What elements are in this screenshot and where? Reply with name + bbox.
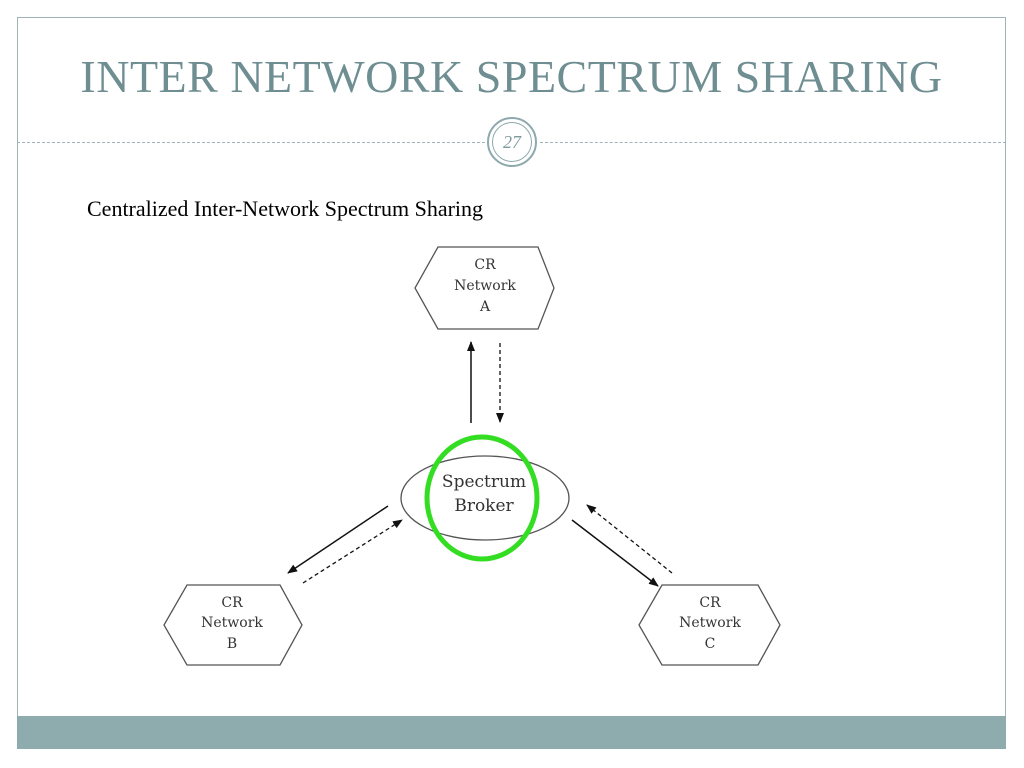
slide-title: INTER NETWORK SPECTRUM SHARING [80, 51, 943, 102]
network-c-node: CR Network C [638, 584, 781, 666]
network-b-node: CR Network B [163, 584, 303, 666]
arrow-network-c-to-broker [586, 504, 673, 574]
network-a-label-line1: CR [474, 257, 496, 273]
page-number: 27 [492, 122, 532, 162]
network-a-label-line3: A [479, 299, 491, 315]
arrow-network-b-to-broker [302, 519, 403, 584]
page-number-badge: 27 [487, 117, 537, 167]
spectrum-broker-node: Spectrum Broker [400, 434, 570, 562]
network-b-label-line1: CR [221, 595, 243, 611]
slide-footer-bar [17, 716, 1006, 749]
network-a-label-line2: Network [454, 278, 516, 294]
network-b-label-line3: B [227, 636, 237, 652]
network-a-node: CR Network A [414, 246, 555, 330]
network-c-label-line1: CR [699, 595, 721, 611]
spectrum-sharing-diagram: CR Network A CR Network B CR Network C S… [163, 246, 781, 666]
network-c-label-line2: Network [679, 615, 741, 631]
arrow-broker-to-network-b [287, 505, 389, 574]
title-divider-left [17, 142, 485, 143]
broker-label-line2: Broker [454, 496, 514, 516]
arrow-broker-to-network-c [571, 519, 659, 587]
network-c-label-line3: C [705, 636, 716, 652]
network-b-label-line2: Network [201, 615, 263, 631]
slide-subtitle: Centralized Inter-Network Spectrum Shari… [87, 196, 484, 221]
title-divider-right [540, 142, 1006, 143]
broker-label-line1: Spectrum [442, 472, 526, 492]
broker-highlight-circle [424, 434, 540, 562]
